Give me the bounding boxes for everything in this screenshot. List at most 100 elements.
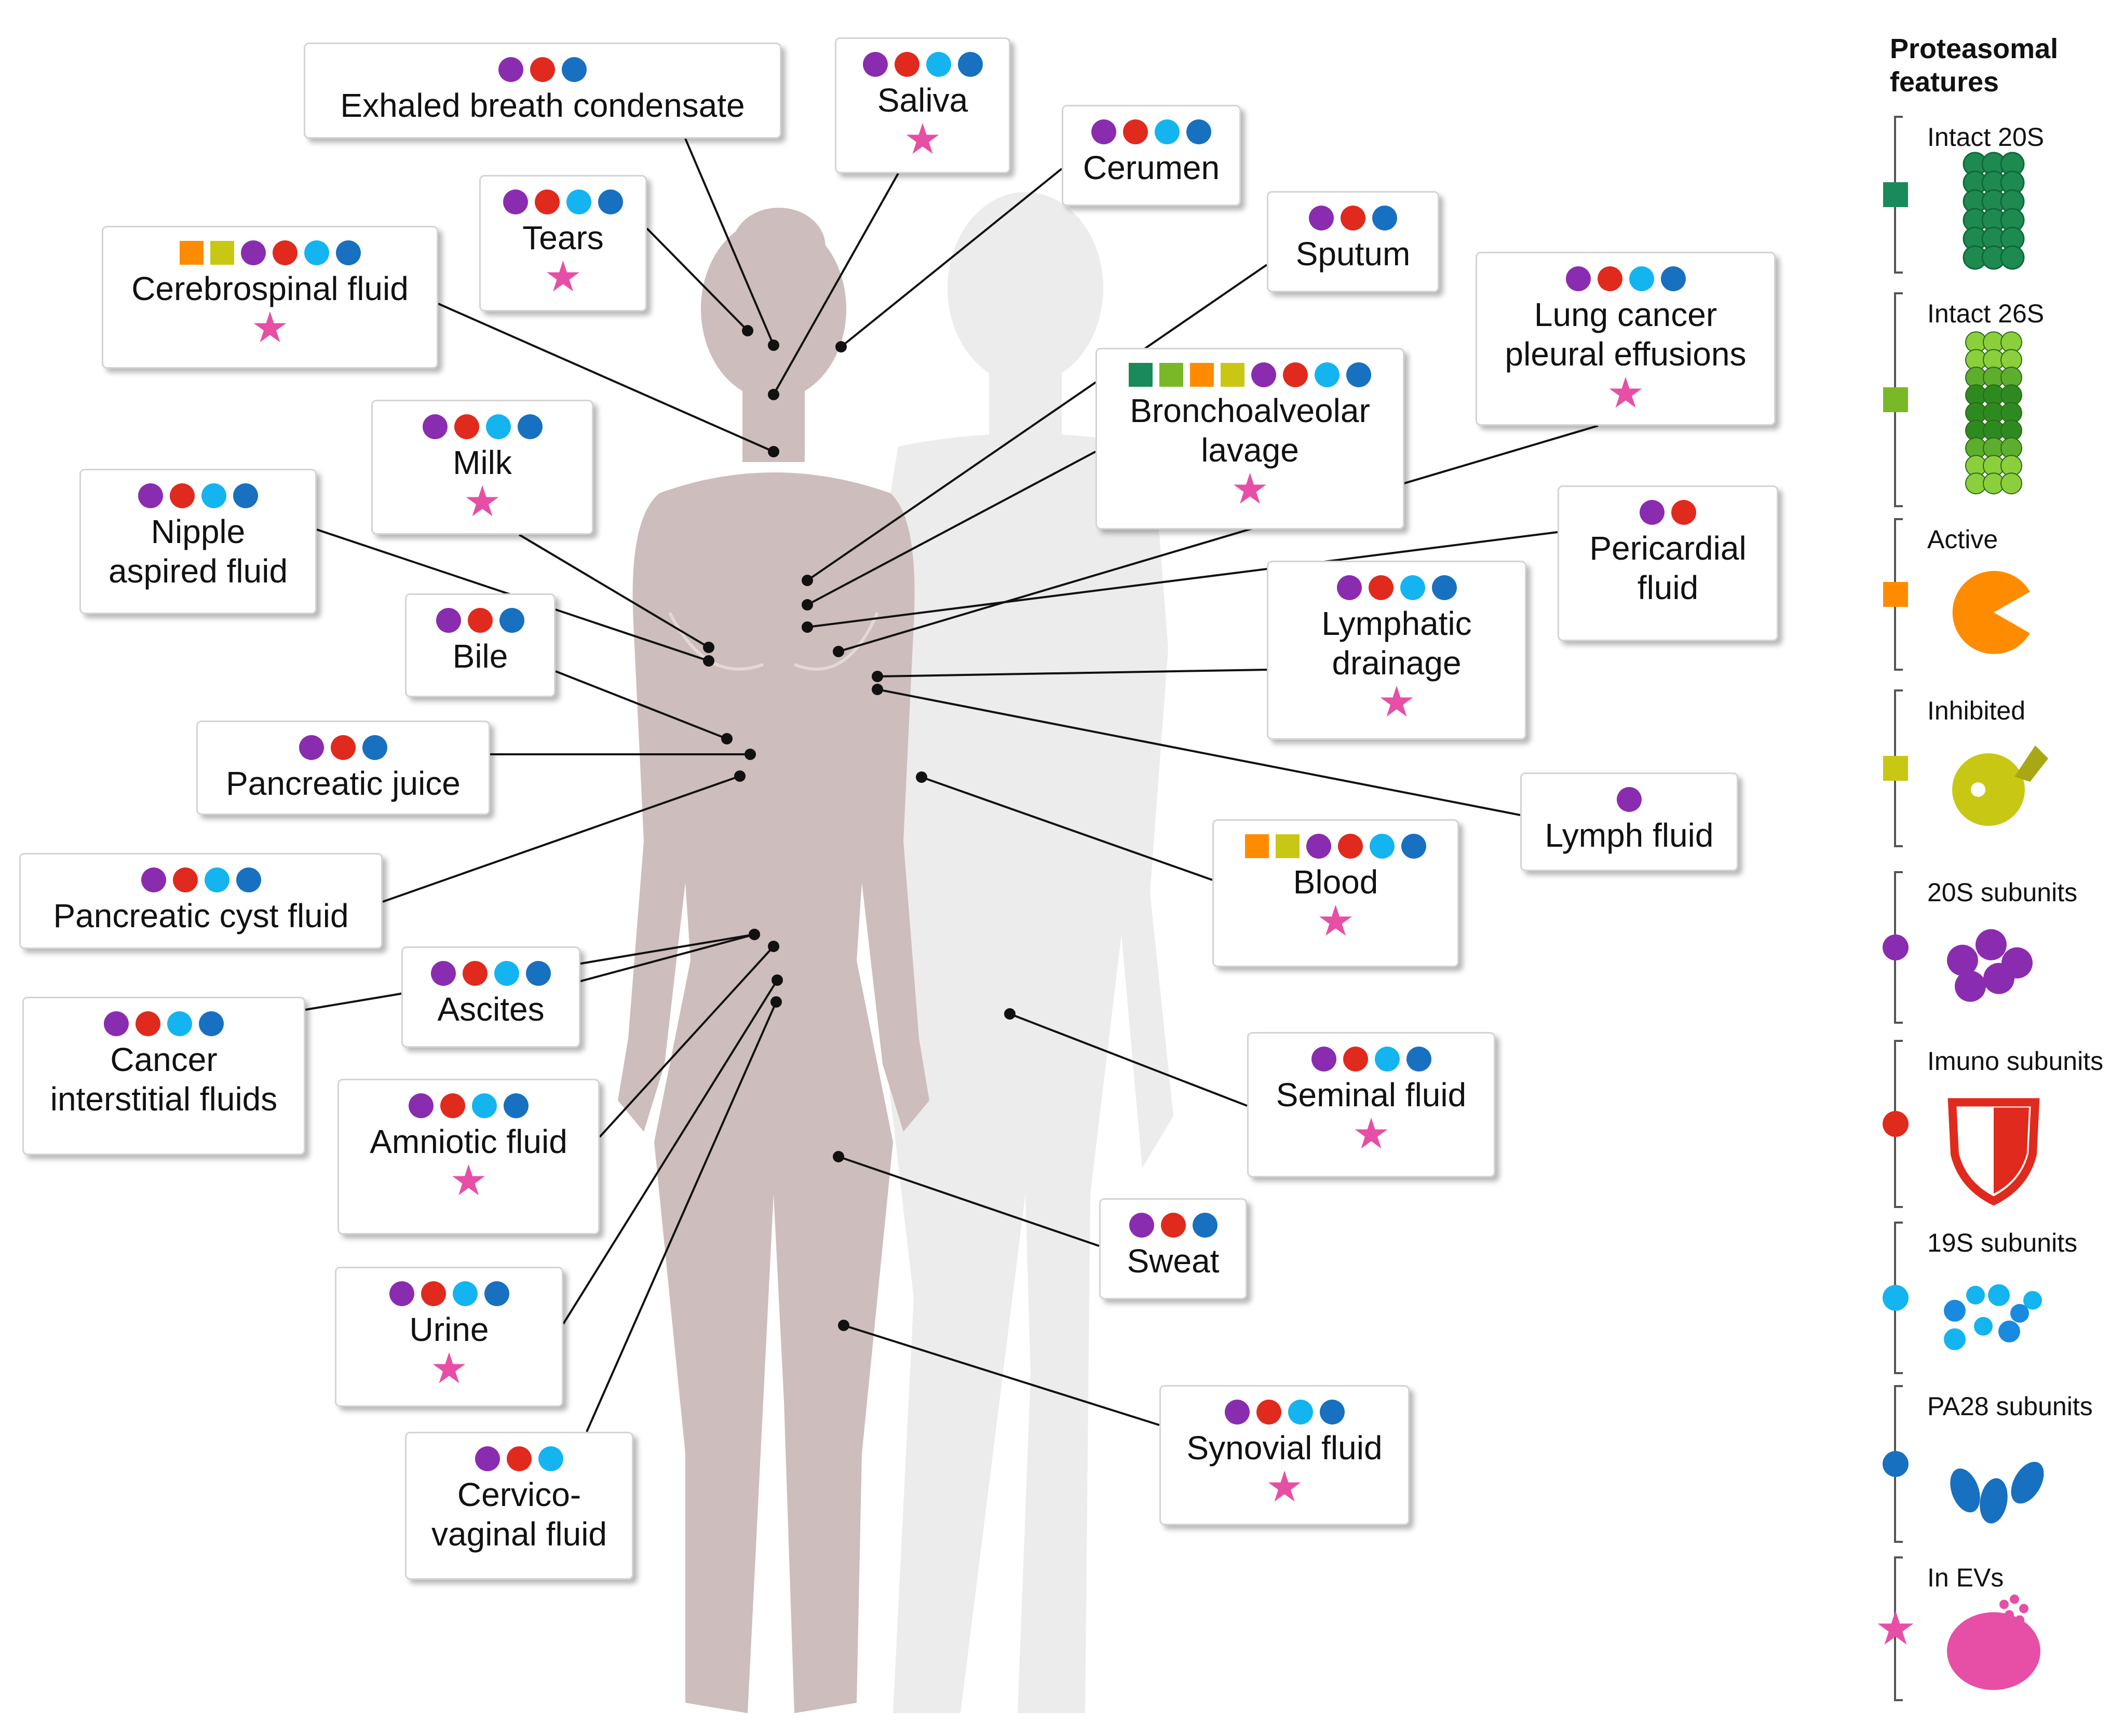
circle-marker-sub20s <box>503 189 528 214</box>
location-dot-pericardial-fluid <box>802 621 813 633</box>
circle-marker-pa28 <box>517 414 543 439</box>
circle-marker-pa28 <box>236 867 261 892</box>
legend-item-intact20s <box>1883 116 2025 274</box>
fluid-box-urine: Urine★ <box>335 1267 563 1407</box>
location-dot-urine <box>772 974 783 986</box>
circle-marker-pa28 <box>233 483 258 508</box>
circle-marker-sub20s <box>1091 119 1116 144</box>
legend-circle-marker <box>1883 1285 1909 1311</box>
legend-item-inhibited <box>1883 689 2048 847</box>
location-dot-cervico-vaginal-fluid <box>770 996 782 1008</box>
circle-marker-sub20s <box>1309 206 1334 230</box>
circle-marker-pa28 <box>484 1281 509 1306</box>
location-dot-cerumen <box>835 341 847 352</box>
proteasome-26s-icon <box>1965 331 2022 495</box>
fluid-box-cervico-vaginal-fluid: Cervico- vaginal fluid <box>405 1432 633 1580</box>
location-dot-sweat <box>833 1151 844 1162</box>
legend-square-marker <box>1883 582 1908 607</box>
fluid-label: Lymphatic drainage <box>1321 605 1472 682</box>
feature-markers <box>1309 204 1397 232</box>
circle-marker-sub19s <box>201 483 226 508</box>
circle-marker-imuno <box>136 1011 160 1036</box>
circle-marker-imuno <box>530 57 555 82</box>
fluid-box-synovial-fluid: Synovial fluid★ <box>1159 1385 1410 1525</box>
circle-marker-pa28 <box>1192 1213 1217 1238</box>
fluid-label: Lung cancer pleural effusions <box>1505 296 1747 373</box>
fluid-label: Synovial fluid <box>1186 1429 1383 1467</box>
square-marker-inhibited <box>210 241 234 265</box>
fluid-label: Ascites <box>437 991 545 1028</box>
circle-marker-sub19s <box>167 1011 192 1036</box>
circle-marker-pa28 <box>504 1093 529 1118</box>
legend-label-active: Active <box>1927 525 1998 554</box>
location-dot-cerebrospinal-fluid <box>768 446 779 457</box>
feature-markers <box>1224 1398 1345 1426</box>
fluid-box-saliva: Saliva★ <box>835 37 1010 173</box>
circle-marker-pa28 <box>598 189 623 214</box>
square-marker-inhibited <box>1276 834 1300 858</box>
circle-marker-sub20s <box>1224 1400 1250 1425</box>
leader-line-bronchoalveolar-lavage <box>807 451 1096 606</box>
location-dot-pancreatic-cyst-fluid <box>734 770 746 782</box>
ev-star-icon: ★ <box>1316 898 1355 945</box>
fluid-label: Blood <box>1293 863 1378 901</box>
circle-marker-sub19s <box>304 240 329 265</box>
circle-marker-sub19s <box>204 867 229 892</box>
fluid-box-sputum: Sputum <box>1267 191 1439 292</box>
circle-marker-sub20s <box>1617 787 1642 812</box>
circle-marker-sub19s <box>1288 1400 1313 1425</box>
fluid-label: Cancer interstitial fluids <box>50 1041 278 1118</box>
leader-line-exhaled-breath-condensate <box>684 138 775 346</box>
circle-marker-pa28 <box>562 57 587 82</box>
circle-marker-pa28 <box>199 1011 224 1036</box>
square-marker-intact20s <box>1129 363 1153 387</box>
location-dot-lymph-fluid <box>872 684 883 695</box>
circle-marker-imuno <box>1597 266 1622 291</box>
feature-markers <box>498 56 587 84</box>
fluid-label: Exhaled breath condensate <box>340 87 745 124</box>
circle-marker-imuno <box>1283 362 1308 387</box>
location-dot-exhaled-breath-condensate <box>768 340 779 351</box>
fluid-box-cancer-interstitial-fluids: Cancer interstitial fluids <box>22 997 305 1155</box>
ev-star-icon: ★ <box>449 1157 488 1204</box>
feature-markers <box>299 734 387 762</box>
circle-marker-sub19s <box>1629 266 1654 291</box>
feature-markers <box>1311 1045 1431 1073</box>
leader-line-lymph-fluid <box>877 688 1521 816</box>
circle-marker-pa28 <box>335 240 361 265</box>
circle-marker-imuno <box>535 189 560 214</box>
circle-marker-imuno <box>1338 834 1363 859</box>
male-silhouette <box>851 192 1173 1713</box>
fluid-box-nipple-aspired-fluid: Nipple aspired fluid <box>79 469 317 614</box>
circle-marker-sub19s <box>494 961 519 986</box>
circle-marker-sub20s <box>1306 834 1331 859</box>
ev-star-icon: ★ <box>1352 1110 1390 1158</box>
legend-label-sub20s: 20S subunits <box>1927 878 2078 907</box>
leader-line-lung-cancer-pleural-effusions <box>838 425 1599 653</box>
feature-markers <box>862 50 983 78</box>
leader-line-pancreatic-cyst-fluid <box>382 775 740 903</box>
location-dot-milk <box>703 642 714 653</box>
circle-marker-imuno <box>170 483 195 508</box>
legend-label-pa28: PA28 subunits <box>1927 1392 2093 1421</box>
legend-item-evs: ★ <box>1875 1556 2040 1701</box>
circle-marker-pa28 <box>1660 266 1686 291</box>
circle-marker-sub19s <box>1315 362 1340 387</box>
leader-line-amniotic-fluid <box>599 945 775 1138</box>
circle-marker-sub19s <box>1400 575 1425 600</box>
legend-circle-marker <box>1883 1451 1909 1477</box>
ev-star-icon: ★ <box>1606 370 1645 417</box>
circle-marker-sub20s <box>1336 575 1362 600</box>
leader-line-seminal-fluid <box>1009 1013 1248 1107</box>
circle-marker-sub19s <box>566 189 591 214</box>
legend-item-sub20s <box>1883 871 2033 1024</box>
location-dot-amniotic-fluid <box>768 941 779 952</box>
location-dot-blood <box>916 771 927 783</box>
location-dot-sputum <box>802 575 813 586</box>
circle-marker-sub20s <box>1251 362 1276 387</box>
feature-markers <box>1245 832 1426 860</box>
circle-marker-imuno <box>172 867 198 892</box>
fluid-label: Pancreatic cyst fluid <box>53 897 349 934</box>
